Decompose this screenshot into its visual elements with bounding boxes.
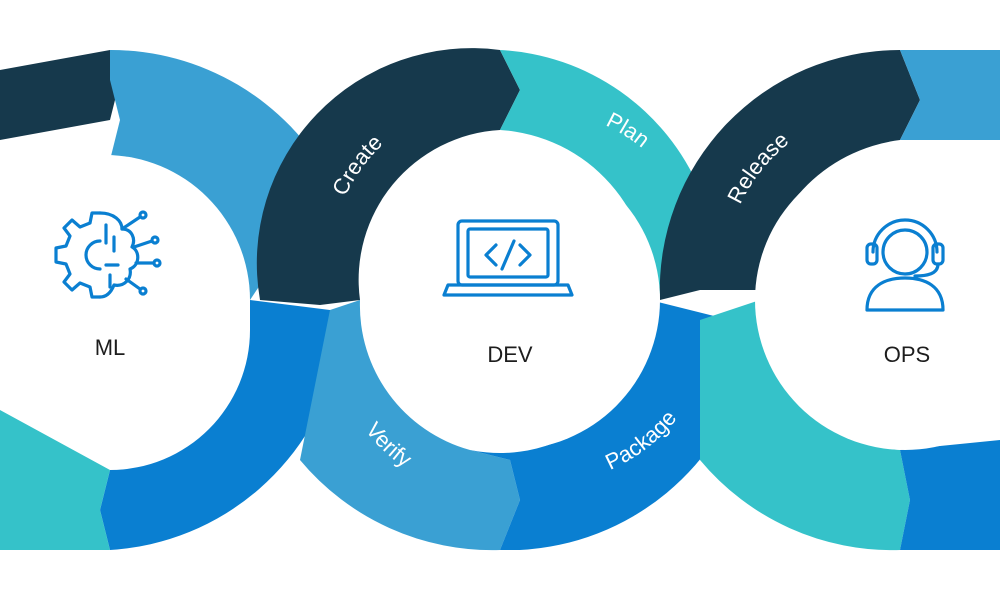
ops-segment-bottom-left [700,300,910,551]
headset-user-icon [865,218,945,312]
ops-segment-bottom-right [900,440,1000,550]
ops-hub [755,150,1000,450]
gear-brain-icon [54,210,162,299]
plan-segment [500,50,700,300]
ops-loop [659,49,1000,551]
ml-segment-top-left [0,50,120,140]
ml-segment-bottom-right [100,300,340,550]
release-segment [659,49,920,300]
verify-segment [300,300,520,551]
ml-loop [0,49,340,550]
dev-loop [256,48,750,551]
ops-segment-top-right [900,50,1000,140]
package-segment [470,300,750,550]
laptop-code-icon [442,219,574,297]
ml-hub-label: ML [95,335,126,360]
dev-hub [360,150,660,450]
ml-segment-bottom-left [0,410,110,550]
dev-hub-label: DEV [487,342,533,367]
ops-hub-label: OPS [884,342,930,367]
create-segment [256,48,520,306]
